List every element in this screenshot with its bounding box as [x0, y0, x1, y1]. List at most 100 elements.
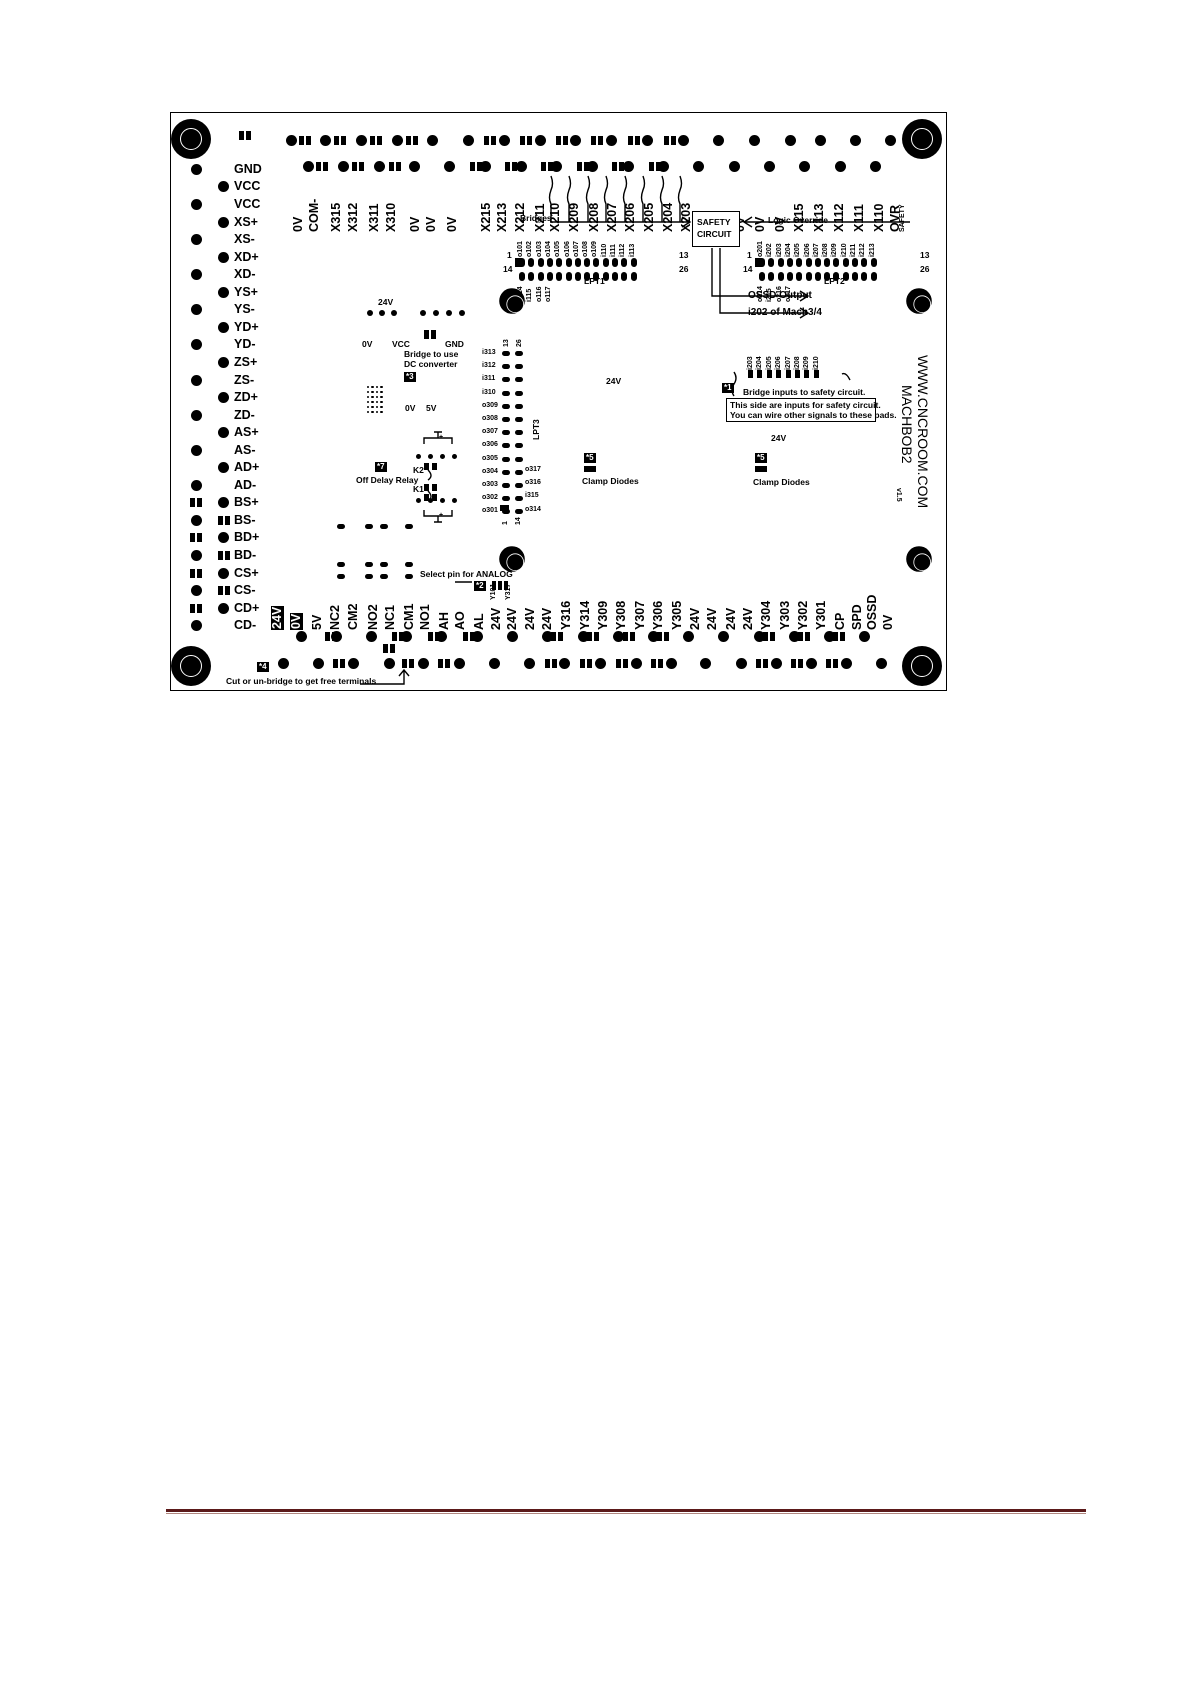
dc-pad: [379, 310, 385, 316]
terminal-pad: [217, 251, 229, 263]
jumper-pad: [334, 136, 339, 145]
lpt1-pin: [565, 258, 572, 267]
bottom-terminal-label: Y304: [759, 600, 773, 630]
converter-pin: [375, 395, 379, 399]
jumper-pad: [556, 136, 561, 145]
lpt1-pin: [584, 272, 591, 281]
side-version: v1.5: [895, 488, 902, 502]
jumper-pad: [512, 162, 517, 171]
terminal-pad: [515, 160, 527, 172]
lpt2-pin: [842, 272, 849, 281]
jumper-pad: [656, 162, 661, 171]
cut-bridge-label: Cut or un-bridge to get free terminals: [226, 676, 377, 686]
jumper-pad: [413, 136, 418, 145]
relay-pad: [439, 453, 445, 459]
lpt3-pin-label: i311: [482, 375, 496, 383]
lpt3-pin-label: o306: [482, 441, 498, 449]
terminal-pad: [647, 630, 659, 642]
bottom-terminal-label: Y305: [670, 600, 684, 630]
bottom-terminal-label: AH: [437, 611, 451, 630]
left-terminal-label: XS-: [234, 232, 255, 246]
lpt3-pin-label: o302: [482, 494, 498, 502]
terminal-pad: [479, 160, 491, 172]
jumper-pad: [657, 632, 662, 641]
lpt1-pin: [612, 272, 618, 281]
jumper-pad: [341, 136, 346, 145]
lpt1-pin: [546, 272, 553, 281]
jumper-pad: [225, 516, 230, 525]
terminal-pad: [630, 657, 642, 669]
jumper-pad: [505, 162, 510, 171]
bridge-input-label: i208: [794, 356, 801, 370]
lpt1-pin: [621, 272, 628, 281]
jumper-pad: [197, 569, 202, 578]
jumper-pad: [527, 136, 532, 145]
terminal-pad: [190, 338, 202, 350]
dc-pad: [459, 310, 465, 316]
left-terminal-label: ZD-: [234, 408, 255, 422]
lpt1-pin-label: o109: [591, 241, 599, 257]
top-terminal-label: X312: [346, 202, 360, 232]
terminal-pad: [217, 602, 229, 614]
terminal-pad: [365, 630, 377, 642]
terminal-pad: [190, 619, 202, 631]
terminal-pad: [763, 160, 775, 172]
lpt1-pin: [621, 258, 628, 267]
lpt1-pin1-pad: [515, 258, 522, 267]
jumper-pad: [190, 498, 195, 507]
side-model: MACHBOB2: [899, 385, 915, 464]
lpt1-pin13-label: 13: [679, 250, 689, 260]
clamp1-tag: *5: [584, 453, 596, 463]
lpt3-pin1-label: 1: [502, 521, 509, 525]
terminal-pad: [312, 657, 324, 669]
bridge-input-label: i204: [756, 356, 764, 370]
lpt3-title: LPT3: [531, 419, 541, 440]
dc-0v-label: 0V: [362, 339, 373, 349]
jumper-pad: [577, 162, 582, 171]
analog-select-pad: [504, 581, 508, 590]
terminal-pad: [417, 657, 429, 669]
analog-tag: *2: [474, 581, 486, 591]
jumper-pad: [470, 162, 475, 171]
terminal-pad: [805, 657, 817, 669]
jumper-pad: [396, 162, 401, 171]
terminal-pad: [814, 134, 826, 146]
jumper-pad: [325, 632, 330, 641]
lpt3-pin: [502, 483, 510, 488]
lpt3-pin: [502, 390, 510, 396]
jumper-pad: [190, 569, 195, 578]
terminal-pad: [840, 657, 852, 669]
bottom-terminal-label: 24V: [489, 607, 503, 630]
lpt2-title: LPT2: [824, 276, 845, 286]
terminal-pad: [823, 630, 835, 642]
terminal-pad: [682, 630, 694, 642]
lpt1-pin14-label: 14: [503, 264, 513, 274]
terminal-pad: [699, 657, 711, 669]
dc-pad: [367, 310, 373, 316]
logic-override-label: Logic Override: [768, 215, 828, 225]
bridge-input-label: i203: [747, 356, 754, 370]
analog-pad: [405, 524, 413, 529]
jumper-pad: [435, 632, 440, 641]
lpt1-pin: [537, 272, 544, 281]
bridge-input-label: i205: [765, 356, 773, 370]
bottom-terminal-label: NO1: [418, 604, 432, 630]
terminal-pad: [217, 391, 229, 403]
relay-pad: [432, 484, 437, 491]
jumper-pad: [616, 659, 621, 668]
lpt3-pin: [502, 351, 510, 356]
top-terminal-label: 0V: [753, 216, 767, 232]
lpt3-pin-label: o314: [525, 505, 541, 513]
lpt2-pin-label: i212: [859, 243, 867, 257]
bottom-terminal-label: CM1: [402, 603, 416, 630]
analog-pad: [380, 524, 388, 529]
mounting-hole-icon: [171, 119, 211, 159]
converter-pin: [380, 410, 383, 414]
jumper-pad: [390, 644, 395, 653]
top-terminal-label: X215: [479, 202, 493, 232]
bottom-terminal-label: NC1: [383, 604, 397, 630]
lpt1-pin-label: i112: [619, 243, 627, 257]
bottom-terminal-label: Y303: [778, 600, 792, 630]
lpt2-pin-label: i213: [868, 243, 876, 257]
lpt3-pin: [502, 443, 510, 449]
